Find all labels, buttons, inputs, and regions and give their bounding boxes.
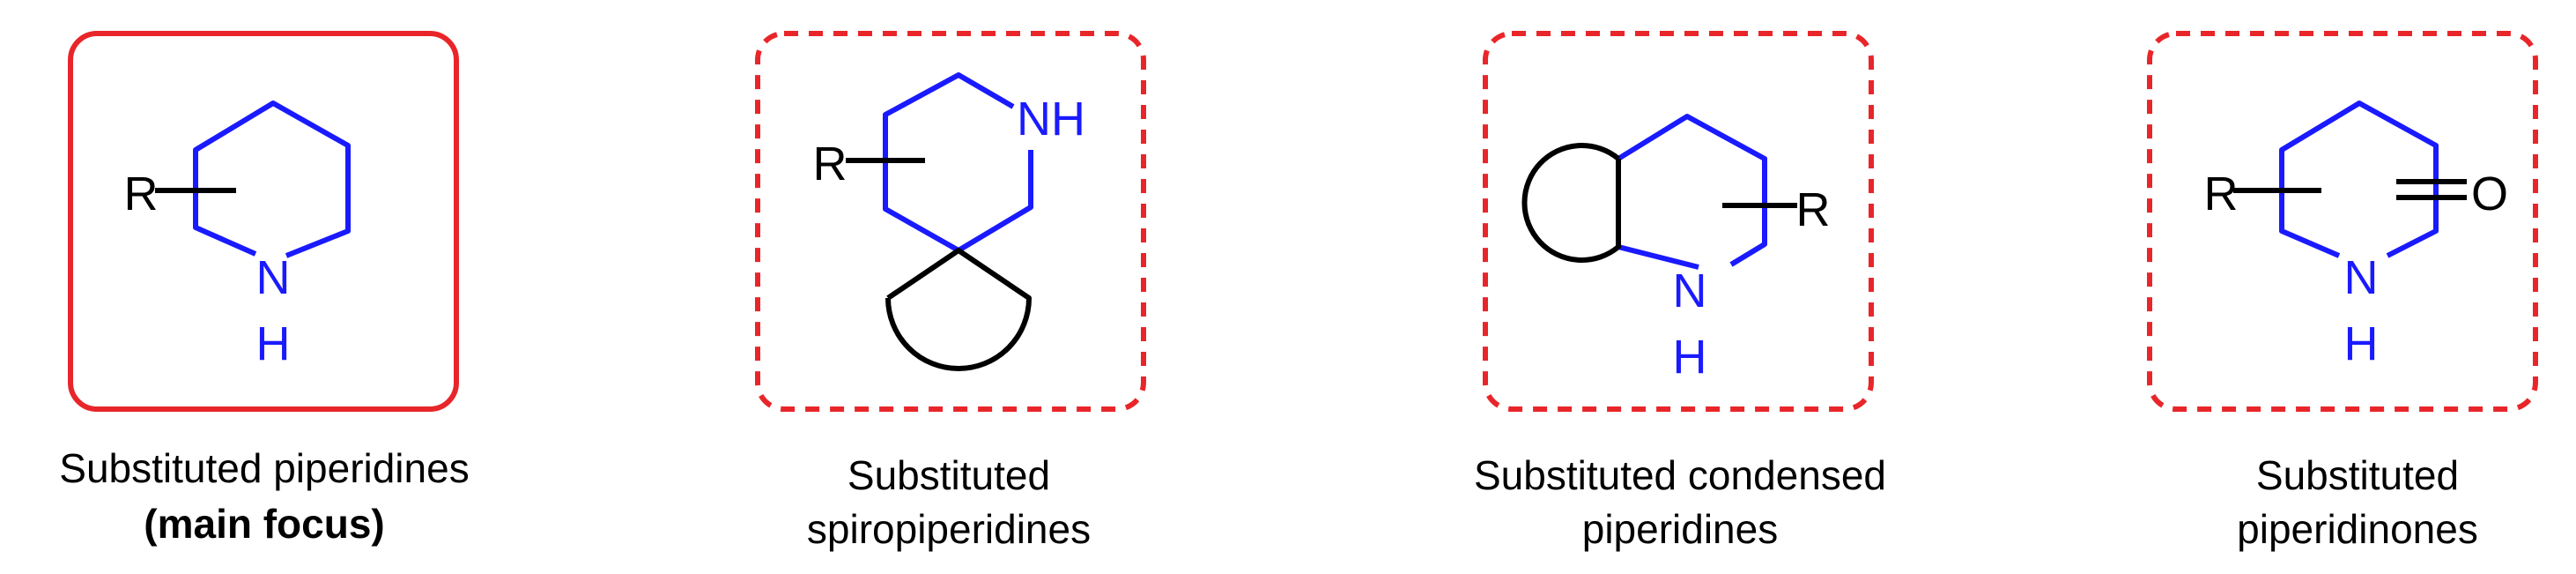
piperidinone-ring: [2279, 101, 2439, 258]
carbonyl-double-bond: [2396, 179, 2467, 200]
fused-carbocycle-ring: [1521, 143, 1621, 263]
hydrogen-atom-label: H: [256, 317, 291, 370]
amine-nh-label: NH: [1017, 93, 1085, 145]
piperidine-ring: [193, 101, 351, 258]
caption-line-1: Substituted piperidines: [59, 445, 469, 491]
panel-substituted-condensed-piperidines: R N H Substituted condensed piperidines: [1474, 31, 1886, 552]
hydrogen-atom-label: H: [1673, 331, 1707, 384]
nitrogen-atom-label: N: [1673, 265, 1707, 317]
substituent-r-label: R: [124, 168, 159, 220]
oxygen-atom-label: O: [2471, 168, 2508, 220]
caption-line-2: piperidinones: [2237, 506, 2478, 552]
caption-line-2: spiropiperidines: [807, 506, 1091, 552]
piperidine-ring: [883, 72, 1033, 253]
substituent-r-label: R: [1796, 183, 1831, 236]
panel-frame-dashed: [2147, 31, 2538, 412]
nitrogen-atom-label: N: [256, 251, 291, 304]
caption-line-1: Substituted: [848, 452, 1050, 498]
panel-substituted-piperidines: R N H Substituted piperidines (main focu…: [59, 31, 470, 547]
substituent-r-label: R: [813, 138, 848, 190]
nitrogen-atom-label: N: [2344, 251, 2379, 304]
panel-frame-solid: [68, 31, 459, 412]
panel-substituted-piperidinones: R O N H Substituted piperidinones: [2147, 31, 2538, 552]
substituent-r-label: R: [2204, 168, 2239, 220]
spiro-cyclopentane-ring: [885, 248, 1032, 371]
hydrogen-atom-label: H: [2344, 317, 2379, 370]
caption-line-1: Substituted: [2256, 452, 2459, 498]
caption-line-2: (main focus): [144, 501, 384, 547]
piperidine-ring: [1617, 114, 1767, 270]
caption-line-2: piperidines: [1582, 506, 1778, 552]
panel-frame-dashed: [755, 31, 1146, 412]
caption-line-1: Substituted condensed: [1474, 452, 1886, 498]
panel-substituted-spiropiperidines: R NH Substituted spiropiperidines: [755, 31, 1146, 552]
